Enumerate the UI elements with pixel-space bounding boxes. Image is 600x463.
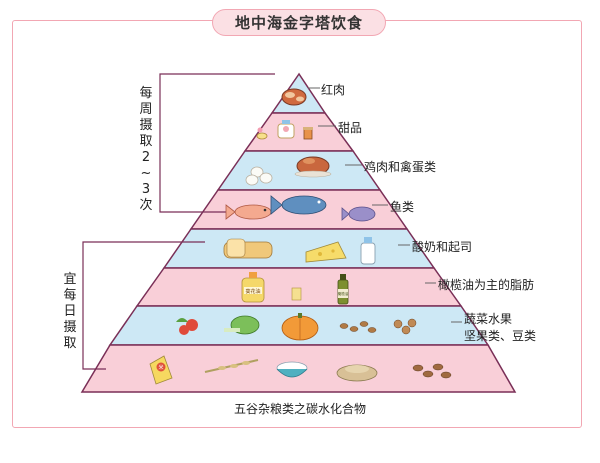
rice-bag-icon: 米	[149, 355, 173, 385]
dessert-bowl-icon	[277, 120, 295, 139]
daily-bracket-label: 宜 每 日 摄 取	[63, 272, 77, 351]
oil-bottle-text: 葵花油	[245, 288, 260, 295]
grain-pile-icon	[336, 364, 378, 382]
cheese-wheel-icon	[223, 238, 273, 259]
cabbage-icon	[224, 315, 260, 335]
fish-pink-icon	[225, 204, 272, 220]
roast-chicken-icon	[294, 156, 332, 178]
candy-icon	[256, 127, 268, 140]
fish-purple-icon	[341, 206, 376, 222]
walnuts-icon	[393, 318, 417, 335]
cheese-wedge-icon	[305, 241, 347, 263]
jam-jar-icon	[303, 127, 313, 140]
oil-glass-icon	[291, 287, 302, 301]
fish-blue-icon	[270, 195, 327, 215]
tomato-icon	[176, 318, 198, 335]
tier-label-dairy: 酸奶和起司	[412, 240, 473, 254]
pumpkin-icon	[281, 313, 319, 341]
tier-dairy	[162, 228, 436, 269]
rice-bowl-icon	[276, 361, 308, 378]
eggs-icon	[245, 166, 273, 186]
rice-bag-text: 米	[158, 364, 163, 371]
page-title: 地中海金字塔饮食	[212, 9, 386, 36]
milk-bottle-icon	[360, 237, 376, 265]
tier-label-fish: 鱼类	[390, 200, 415, 214]
olive-oil-bottle-icon: 橄榄油	[337, 274, 349, 305]
tier-label-sweets: 甜品	[338, 121, 363, 135]
wheat-ear-icon	[204, 359, 259, 373]
daily-bracket	[82, 241, 205, 370]
beans-icon	[412, 363, 452, 379]
weekly-bracket-label: 每 周 摄 取 2 ~ 3 次	[139, 86, 153, 213]
tier-label-poultry-eggs: 鸡肉和禽蛋类	[364, 160, 437, 174]
tier-label-nuts-beans: 坚果类、豆类	[464, 329, 537, 343]
nuts-icon	[339, 321, 377, 333]
sunflower-oil-bottle-icon: 葵花油	[241, 272, 265, 303]
leader-lines	[308, 87, 462, 323]
tier-label-vegetables: 蔬菜水果	[464, 312, 513, 326]
tier-label-olive-oil: 橄榄油为主的脂肪	[438, 278, 535, 292]
tier-label-grains: 五谷杂粮类之碳水化合物	[234, 402, 367, 416]
weekly-bracket	[159, 73, 275, 213]
olive-bottle-text: 橄榄油	[338, 291, 349, 296]
steak-icon	[281, 88, 307, 106]
tier-label-red-meat: 红肉	[321, 83, 346, 97]
